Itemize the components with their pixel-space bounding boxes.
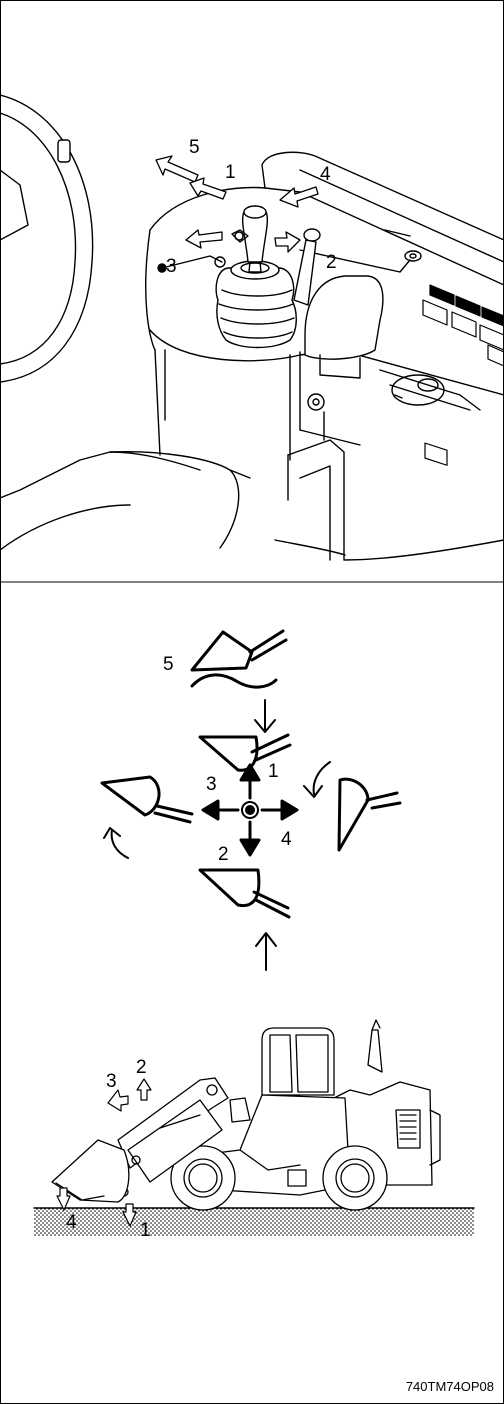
label-4: 4 bbox=[66, 1212, 77, 1233]
label-4: 4 bbox=[281, 829, 292, 850]
label-1: 1 bbox=[268, 761, 279, 782]
label-3: 3 bbox=[106, 1071, 117, 1092]
label-5: 5 bbox=[163, 654, 174, 675]
label-3: 3 bbox=[206, 774, 217, 795]
arrow-3-icon bbox=[186, 230, 222, 248]
arrow-up-icon bbox=[256, 933, 276, 970]
steering-wheel bbox=[0, 95, 93, 382]
loader-cab bbox=[262, 1028, 334, 1104]
bucket-rollback-icon bbox=[102, 777, 192, 858]
arrow-2-icon bbox=[275, 232, 300, 252]
bucket-diagram bbox=[102, 631, 400, 970]
arrow-1-icon bbox=[190, 178, 226, 199]
loader-diagram bbox=[34, 1020, 474, 1236]
label-2: 2 bbox=[218, 844, 229, 865]
arrow-2-icon bbox=[137, 1079, 151, 1100]
cab-panel bbox=[0, 95, 504, 582]
label-2: 2 bbox=[326, 252, 337, 273]
arrow-down-bold-icon bbox=[241, 840, 259, 855]
console-base bbox=[0, 412, 504, 560]
bucket-lower-icon bbox=[200, 870, 289, 970]
arrow-right-bold-icon bbox=[282, 801, 297, 819]
label-1: 1 bbox=[225, 162, 236, 183]
arrow-3-icon bbox=[108, 1090, 128, 1111]
switch-panel bbox=[423, 285, 504, 465]
bucket-float-icon bbox=[192, 631, 286, 687]
bucket-dump-icon bbox=[304, 762, 400, 850]
arrow-up-bold-icon bbox=[241, 765, 259, 780]
arrow-5-icon bbox=[156, 156, 198, 182]
armrest bbox=[305, 276, 383, 378]
label-2: 2 bbox=[136, 1057, 147, 1078]
arrow-down-icon bbox=[255, 700, 275, 732]
ground bbox=[34, 1208, 474, 1236]
figure-code: 740TM74OP08 bbox=[406, 1379, 494, 1394]
label-4: 4 bbox=[320, 164, 331, 185]
arrow-left-bold-icon bbox=[203, 801, 218, 819]
joystick-boot bbox=[216, 261, 296, 348]
label-3: 3 bbox=[166, 256, 177, 277]
label-5: 5 bbox=[189, 137, 200, 158]
label-1: 1 bbox=[140, 1220, 151, 1241]
wheel-rear bbox=[323, 1146, 387, 1210]
